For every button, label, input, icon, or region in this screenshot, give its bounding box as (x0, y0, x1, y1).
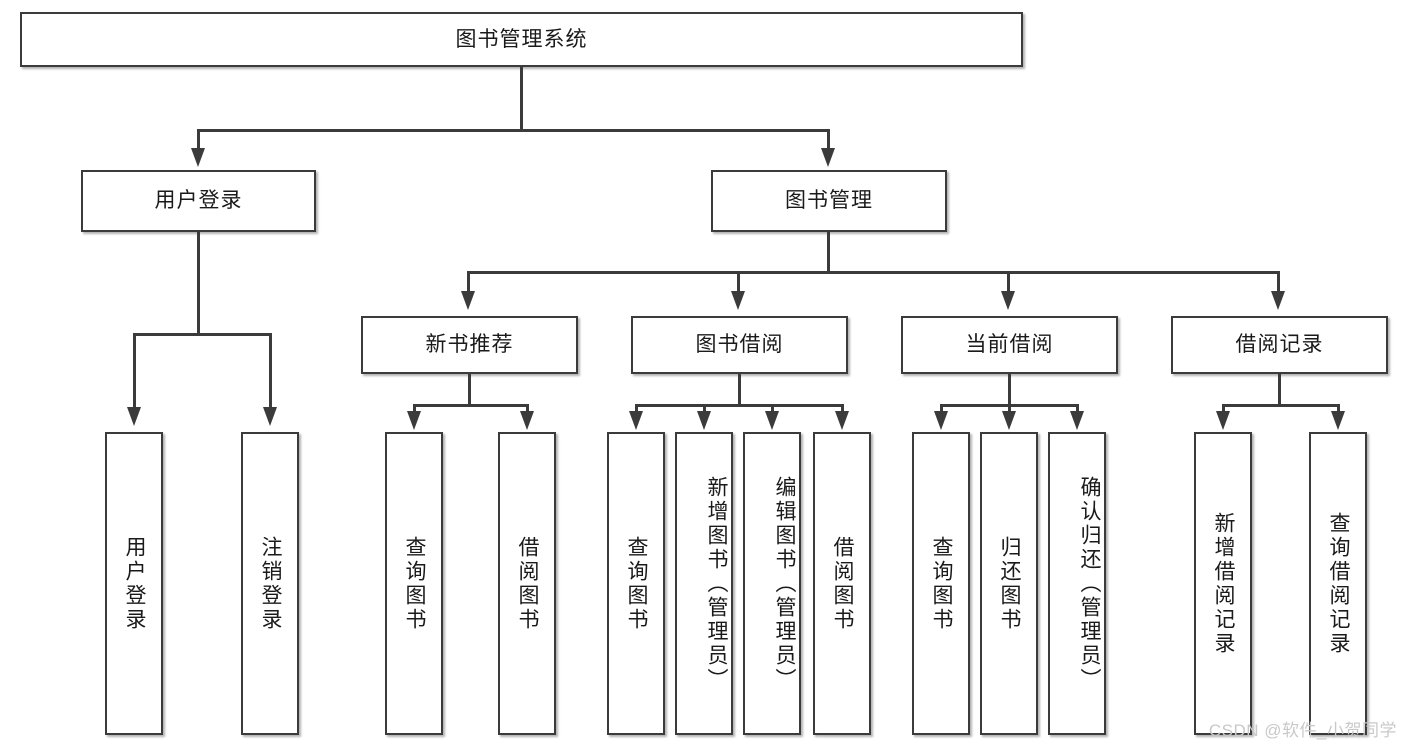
node-book-management[interactable]: 图书管理 (711, 170, 947, 232)
leaf-user-login[interactable]: 用户登录 (105, 432, 163, 735)
arrow-book-borrow-to-leaf-1 (629, 411, 643, 430)
edge-borrow-record-bar (1222, 404, 1340, 407)
arrow-current-borrow-to-leaf-1 (934, 411, 948, 430)
leaf-edit-book-admin[interactable]: 编辑图书（管理员） (743, 432, 801, 735)
edge-book-management-to-record (1277, 271, 1280, 293)
edge-borrow-record-to-leaf-1 (1222, 404, 1225, 414)
edge-user-login-stem (197, 232, 200, 335)
edge-new-book-bar (413, 404, 529, 407)
edge-book-borrow-to-leaf-3 (771, 404, 774, 414)
edge-root-stem (520, 67, 523, 131)
leaf-add-borrow-record[interactable]: 新增借阅记录 (1194, 432, 1252, 735)
arrow-book-management-to-current (1001, 291, 1015, 310)
leaf-confirm-return-admin[interactable]: 确认归还（管理员） (1048, 432, 1106, 735)
node-user-login[interactable]: 用户登录 (81, 170, 316, 232)
leaf-borrow-book-new[interactable]: 借阅图书 (498, 432, 556, 735)
edge-user-login-bar (133, 333, 272, 336)
edge-book-management-stem (827, 232, 830, 273)
edge-user-login-to-leaf-2 (269, 333, 272, 410)
leaf-add-book-admin[interactable]: 新增图书（管理员） (675, 432, 733, 735)
node-current-borrow[interactable]: 当前借阅 (901, 316, 1118, 374)
arrow-borrow-record-to-leaf-1 (1216, 411, 1230, 430)
edge-borrow-record-stem (1278, 374, 1281, 406)
arrow-user-login-to-leaf-2 (263, 407, 277, 426)
edge-borrow-record-to-leaf-2 (1337, 404, 1340, 414)
node-new-book-recommend[interactable]: 新书推荐 (361, 316, 578, 374)
edge-current-borrow-to-leaf-2 (1008, 404, 1011, 414)
arrow-current-borrow-to-leaf-2 (1002, 411, 1016, 430)
leaf-query-book-new[interactable]: 查询图书 (385, 432, 443, 735)
arrow-root-to-user-login (191, 148, 205, 167)
edge-book-management-to-new-book (467, 271, 470, 293)
edge-root-to-book-management (827, 129, 830, 151)
edge-root-bar (197, 129, 829, 132)
edge-book-borrow-bar (635, 404, 844, 407)
edge-root-to-user-login (197, 129, 200, 151)
arrow-user-login-to-leaf-1 (127, 407, 141, 426)
leaf-query-book-borrow[interactable]: 查询图书 (607, 432, 665, 735)
edge-book-borrow-stem (738, 374, 741, 406)
edge-current-borrow-to-leaf-1 (940, 404, 943, 414)
edge-current-borrow-stem (1008, 374, 1011, 406)
edge-book-management-to-current (1007, 271, 1010, 293)
arrow-new-book-to-leaf-2 (520, 411, 534, 430)
leaf-query-book-current[interactable]: 查询图书 (912, 432, 970, 735)
node-book-borrow[interactable]: 图书借阅 (631, 316, 848, 374)
leaf-return-book[interactable]: 归还图书 (980, 432, 1038, 735)
edge-book-management-to-borrow (737, 271, 740, 293)
edge-user-login-to-leaf-1 (133, 333, 136, 410)
edge-book-borrow-to-leaf-2 (703, 404, 706, 414)
arrow-book-borrow-to-leaf-3 (765, 411, 779, 430)
edge-new-book-to-leaf-2 (526, 404, 529, 414)
leaf-query-borrow-record[interactable]: 查询借阅记录 (1309, 432, 1367, 735)
arrow-book-management-to-borrow (731, 291, 745, 310)
leaf-borrow-book[interactable]: 借阅图书 (813, 432, 871, 735)
arrow-new-book-to-leaf-1 (407, 411, 421, 430)
node-root-book-management-system[interactable]: 图书管理系统 (20, 12, 1023, 67)
edge-book-borrow-to-leaf-1 (635, 404, 638, 414)
leaf-logout-login[interactable]: 注销登录 (241, 432, 299, 735)
arrow-book-borrow-to-leaf-2 (697, 411, 711, 430)
edge-new-book-stem (468, 374, 471, 406)
arrow-borrow-record-to-leaf-2 (1331, 411, 1345, 430)
edge-current-borrow-to-leaf-3 (1076, 404, 1079, 414)
arrow-current-borrow-to-leaf-3 (1070, 411, 1084, 430)
arrow-book-management-to-new-book (461, 291, 475, 310)
arrow-book-management-to-record (1271, 291, 1285, 310)
node-borrow-record[interactable]: 借阅记录 (1171, 316, 1388, 374)
arrow-root-to-book-management (821, 148, 835, 167)
edge-new-book-to-leaf-1 (413, 404, 416, 414)
edge-book-management-bar (467, 271, 1280, 274)
edge-book-borrow-to-leaf-4 (841, 404, 844, 414)
arrow-book-borrow-to-leaf-4 (835, 411, 849, 430)
